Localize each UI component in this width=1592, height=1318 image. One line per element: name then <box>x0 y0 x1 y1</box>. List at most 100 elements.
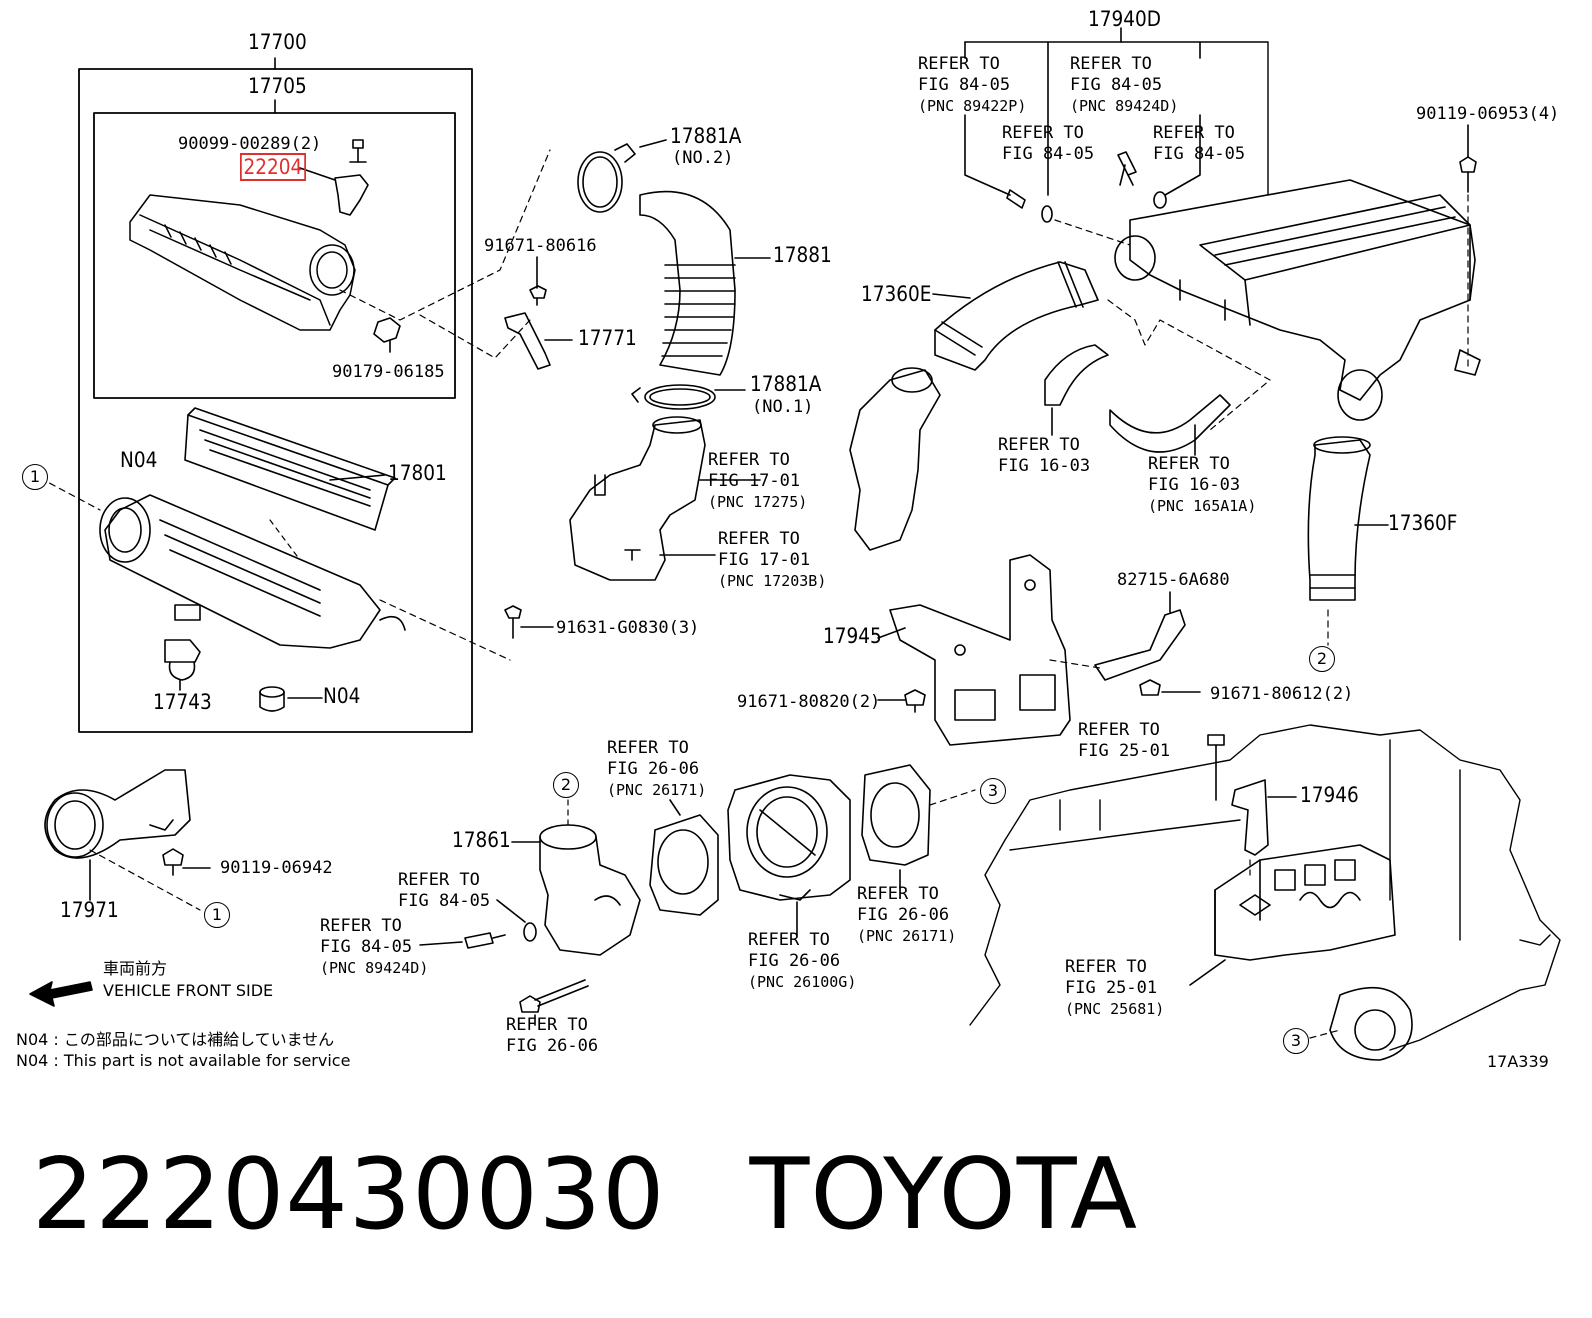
callout-circle-2-b: 2 <box>553 772 579 798</box>
callout-circle-3-b: 3 <box>1283 1028 1309 1054</box>
throttle-body <box>727 774 851 901</box>
label-17a339: 17A339 <box>1487 1052 1549 1071</box>
label-17881a-top: 17881A <box>670 124 742 148</box>
gasket-throttle-front <box>649 814 719 916</box>
bolt-91631 <box>504 605 522 639</box>
bolt-90119-06953 <box>1459 156 1477 193</box>
water-hose-1 <box>1044 344 1109 406</box>
air-filter-element <box>184 407 396 531</box>
gasket-throttle-rear <box>861 764 931 866</box>
air-duct-17971 <box>44 769 191 859</box>
label-17881a-top-sub: (NO.2) <box>672 148 734 168</box>
intake-pipe <box>849 367 941 551</box>
label-17801: 17801 <box>388 461 447 485</box>
note-n04-en: N04 : This part is not available for ser… <box>16 1051 351 1070</box>
air-cleaner-cap <box>129 194 356 331</box>
label-90119-06942: 90119-06942 <box>220 858 333 878</box>
label-17700: 17700 <box>248 30 307 54</box>
callout-circle-3-a: 3 <box>980 778 1006 804</box>
front-arrow-icon <box>29 981 93 1007</box>
grommet-17743 <box>164 639 201 681</box>
bolt-91671-80616 <box>529 285 547 306</box>
footer-brand: TOYOTA <box>749 1138 1139 1252</box>
label-17743: 17743 <box>153 690 212 714</box>
label-17771: 17771 <box>578 326 637 350</box>
label-91671-80616: 91671-80616 <box>484 236 597 256</box>
bolt-91671-80612 <box>1139 679 1201 696</box>
callout-circle-1-a: 1 <box>22 464 48 490</box>
note-n04-jp: N04 : この部品については補給していません <box>16 1030 335 1049</box>
water-hose-2 <box>1109 394 1231 453</box>
bracket-17945 <box>889 554 1071 746</box>
label-17705: 17705 <box>248 74 307 98</box>
clip-90179 <box>373 317 401 353</box>
callout-circle-2-a: 2 <box>1309 646 1335 672</box>
washer-84-05 <box>523 922 537 942</box>
bracket-17771 <box>504 312 551 370</box>
bracket-17946 <box>1231 779 1269 856</box>
footer-title: 2220430030 TOYOTA <box>32 1140 1138 1250</box>
o-ring-2 <box>1153 191 1167 209</box>
label-17881a-bot: 17881A <box>750 372 822 396</box>
front-side-jp: 車両前方 <box>103 959 168 978</box>
gasket-3-lower <box>1329 987 1413 1061</box>
air-hose-17881 <box>639 190 736 376</box>
engine-block <box>969 724 1561 1051</box>
intercooler-hose-17360e <box>934 261 1099 371</box>
mass-air-flow-sensor <box>299 167 369 216</box>
label-17945: 17945 <box>823 624 882 648</box>
label-17881: 17881 <box>773 243 832 267</box>
label-17881a-bot-sub: (NO.1) <box>752 397 814 417</box>
label-17946: 17946 <box>1300 783 1359 807</box>
intercooler-hose-17360f <box>1307 436 1371 601</box>
footer-part-number: 2220430030 <box>32 1138 666 1252</box>
sensor-89424d <box>464 932 506 949</box>
label-17971: 17971 <box>60 898 119 922</box>
hose-clamp-no2 <box>577 143 636 213</box>
hose-clamp-no1 <box>631 384 716 410</box>
label-91671-80612: 91671-80612(2) <box>1210 684 1354 704</box>
bracket-82715 <box>1094 609 1186 681</box>
boost-sensor <box>1117 151 1137 186</box>
highlight-22204: 22204 <box>240 153 306 181</box>
egr-valve-assy <box>1214 844 1396 961</box>
label-17360f: 17360F <box>1388 511 1458 535</box>
label-n04-bot: N04 <box>323 684 361 708</box>
label-17861: 17861 <box>452 828 511 852</box>
label-90179: 90179-06185 <box>332 362 445 382</box>
screw-90099 <box>349 139 367 163</box>
intake-elbow <box>569 416 706 581</box>
throttle-elbow-17861 <box>539 824 641 956</box>
air-cleaner-case <box>99 494 406 649</box>
intercooler-assembly <box>1114 179 1481 421</box>
intake-temp-sensor <box>1006 189 1026 209</box>
label-82715: 82715-6A680 <box>1117 570 1230 590</box>
label-17360e: 17360E <box>861 282 932 306</box>
cushion-n04 <box>259 686 285 712</box>
o-ring-1 <box>1041 205 1053 223</box>
label-22204-highlighted: 22204 <box>240 153 306 181</box>
front-side-en: VEHICLE FRONT SIDE <box>103 981 274 1000</box>
label-91631: 91631-G0830(3) <box>556 618 700 638</box>
label-n04-top: N04 <box>120 448 158 472</box>
label-17940d: 17940D <box>1088 7 1162 31</box>
callout-circle-1-b: 1 <box>204 902 230 928</box>
bolt-91671-80820 <box>904 689 926 713</box>
bolt-long <box>1207 734 1225 801</box>
